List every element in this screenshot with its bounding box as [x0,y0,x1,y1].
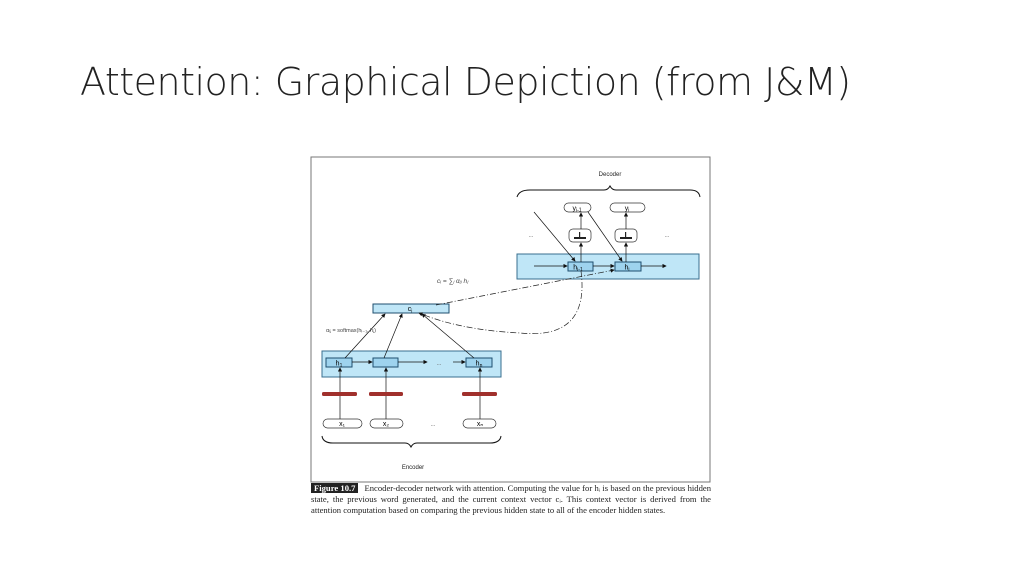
svg-text:hn: hn [476,361,483,370]
y-prev-box [563,202,592,213]
y-prev-sub: i-1 [576,208,582,214]
svg-text:hi-1: hi-1 [573,265,583,274]
enc-hn-label: h [476,361,480,368]
y-prev-label: y [572,206,576,213]
input-ellipsis: ... [430,422,435,428]
h-prev-box [567,261,594,272]
enc-h1-sub: 1 [340,363,343,369]
decoder-ellipsis-left: ... [528,233,533,239]
enc-h1-box [325,357,353,368]
y-cur-label: y [625,206,629,213]
h-cur-sub: i [628,267,629,273]
x1-label: x₁ [339,421,346,428]
caption-text: Encoder-decoder network with attention. … [311,483,712,515]
context-label: c [408,306,412,313]
decoder-ellipsis-right: ... [664,233,669,239]
h-cur-label: h [624,265,628,272]
enc-h1-label: h [336,361,340,368]
embedding-vectors [322,392,497,396]
alpha-equation: αᵢⱼ = softmax(hᵢ₋₁, hⱼ) [326,328,376,334]
caption-label: Figure 10.7 [311,483,359,493]
h-prev-sub: i-1 [577,267,583,273]
y-cur-sub: i [628,208,629,214]
decoder-band [516,253,700,280]
x1-box [322,418,363,429]
encoder-brace [321,435,502,449]
encoder-label: Encoder [402,465,424,471]
xn-box [462,418,497,429]
svg-text:hi: hi [624,265,629,274]
svg-text:h1: h1 [336,361,343,370]
enc-hn-box [465,357,493,368]
svg-text:ci: ci [408,306,413,315]
figure-frame [310,156,711,483]
decoder-label: Decoder [599,172,622,178]
h-cur-box [614,261,642,272]
distribution-icon [574,232,632,239]
svg-text:yi-1: yi-1 [572,206,581,214]
context-sub: i [411,309,412,315]
x2-label: x₂ [383,421,390,428]
encoder-ellipsis: ... [436,361,441,367]
xn-label: xₙ [477,421,484,428]
enc-hn-sub: n [480,363,483,369]
context-equation: cᵢ = ∑ⱼ αᵢⱼ hⱼ [437,278,469,285]
context-box [372,303,450,314]
decoder-brace [516,184,701,198]
slide-title: Attention: Graphical Depiction (from J&M… [80,60,851,104]
enc-h2-box [372,357,399,368]
svg-text:yi: yi [625,206,630,214]
x2-box [369,418,404,429]
h-prev-label: h [573,265,577,272]
y-cur-box [609,202,646,213]
